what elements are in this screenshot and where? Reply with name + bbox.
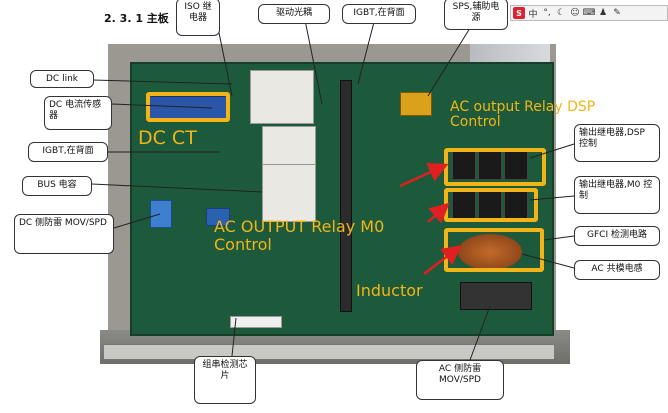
ime-toolbar[interactable]: S 中 °, ☾ ☺ ⌨ ♟ ✎ [510,5,668,21]
callout-igbt-back-left: IGBT,在背面 [28,142,108,162]
relay-dsp-2 [478,150,502,180]
relay-dsp-3 [504,150,528,180]
user-icon[interactable]: ♟ [598,8,608,18]
component-heatsink-bar [340,80,352,312]
callout-ac-cm-inductor: AC 共模电感 [574,260,660,280]
component-blue-relay [206,208,230,226]
annotation-ac-output-m0: AC OUTPUT Relay M0 Control [214,217,385,254]
annotation-dc-ct: DC CT [138,127,197,149]
annotation-inductor: Inductor [356,281,423,300]
component-sps-transformer [400,92,432,116]
component-connectors [230,316,282,328]
callout-string-chip: 组串检测芯片 [194,356,256,404]
component-ac-spd [460,282,532,310]
component-transformer-top [250,70,314,124]
punctuation-icon[interactable]: °, [543,8,551,18]
callout-dc-spd: DC 侧防雷 MOV/SPD [14,214,114,254]
callout-output-relay-m0: 输出继电器,M0 控制 [574,176,660,214]
ruler-bottom [104,344,554,359]
keyboard-icon[interactable]: ⌨ [582,8,596,18]
callout-gfci: GFCI 检测电路 [574,226,660,246]
callout-dc-current-sensor: DC 电流传感器 [44,96,112,130]
language-icon[interactable]: 中 [528,9,538,20]
component-cm-inductor [458,234,522,270]
callout-sps-power: SPS,辅助电源 [444,0,508,30]
component-dc-spd [150,200,172,228]
callout-iso-relay: ISO 继电器 [176,0,220,36]
emoji-icon[interactable]: ☺ [570,8,580,18]
callout-output-relay-dsp: 输出继电器,DSP 控制 [574,124,660,162]
annotation-ac-output-dsp: AC output Relay DSP Control [450,99,596,131]
component-bus-capacitor [262,164,316,222]
callout-dc-link: DC link [30,70,94,88]
callout-bus-capacitor: BUS 电容 [22,176,92,196]
callout-drive-opto: 驱动光耦 [258,4,330,24]
relay-m0-3 [504,190,528,220]
component-inductor-mid [262,126,316,168]
highlight-dc-ct [146,92,230,122]
moon-icon[interactable]: ☾ [556,8,566,18]
wrench-icon[interactable]: ✎ [613,8,621,18]
callout-igbt-back-top: IGBT,在背面 [342,4,416,24]
section-heading: 2. 3. 1 主板 [104,12,169,25]
ime-logo-icon[interactable]: S [513,7,525,19]
callout-ac-spd: AC 侧防雷 MOV/SPD [416,360,504,400]
